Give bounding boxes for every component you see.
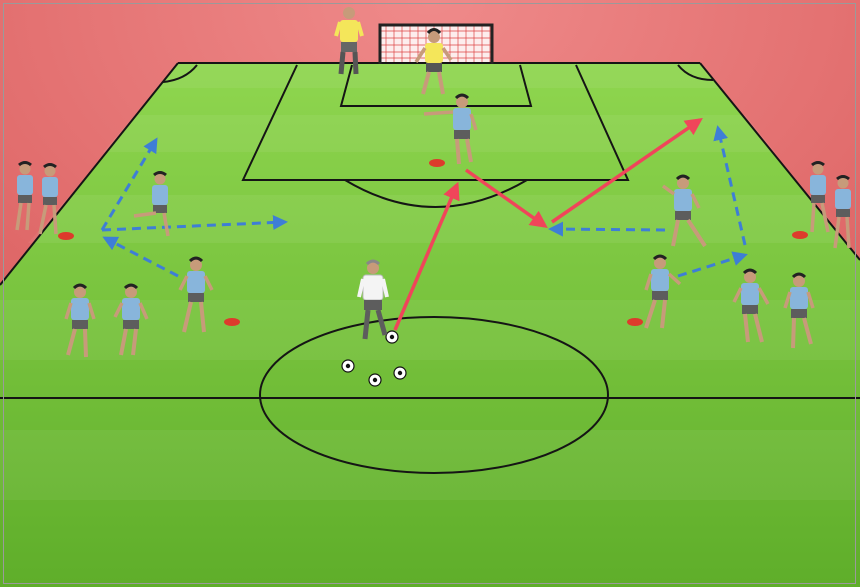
penalty-box xyxy=(241,64,630,181)
player xyxy=(661,174,707,248)
cone xyxy=(429,159,445,167)
centre-circle xyxy=(259,316,609,474)
player xyxy=(38,163,58,235)
ball xyxy=(341,359,355,373)
player xyxy=(810,161,830,233)
cone xyxy=(58,232,74,240)
player xyxy=(15,161,33,231)
pass-arrow xyxy=(464,168,548,229)
grass-surface xyxy=(0,63,860,587)
run-arrow xyxy=(713,125,747,246)
ball xyxy=(393,366,407,380)
corner-arc-right xyxy=(677,64,714,81)
cone xyxy=(224,318,240,326)
goal-area xyxy=(339,64,533,107)
pass-arrows xyxy=(393,118,703,331)
run-arrow xyxy=(100,137,158,231)
cones xyxy=(58,159,808,326)
pass-arrow xyxy=(393,181,460,331)
run-arrows xyxy=(100,125,748,278)
cone xyxy=(627,318,643,326)
player xyxy=(64,283,96,358)
pitch xyxy=(0,62,860,587)
goal-frame xyxy=(378,23,494,64)
player xyxy=(783,272,815,349)
player xyxy=(644,254,682,329)
cone xyxy=(792,231,808,239)
right-touchline xyxy=(699,62,860,261)
people xyxy=(15,7,851,358)
penalty-arc xyxy=(344,179,528,208)
ball xyxy=(385,330,399,344)
run-arrow xyxy=(102,236,179,278)
goalkeeper xyxy=(414,28,453,95)
player xyxy=(133,171,170,237)
balls xyxy=(341,330,407,387)
goalkeeper-coach xyxy=(334,7,364,75)
run-arrow xyxy=(677,251,748,278)
left-touchline xyxy=(0,62,179,286)
player xyxy=(833,175,851,249)
coach xyxy=(357,259,389,340)
player xyxy=(178,256,214,333)
ball xyxy=(368,373,382,387)
player xyxy=(732,268,770,343)
pass-arrow xyxy=(551,118,703,224)
player xyxy=(423,93,478,165)
run-arrow xyxy=(101,215,288,232)
player xyxy=(113,283,149,356)
run-arrow xyxy=(548,221,666,237)
corner-arc-left xyxy=(162,64,198,83)
